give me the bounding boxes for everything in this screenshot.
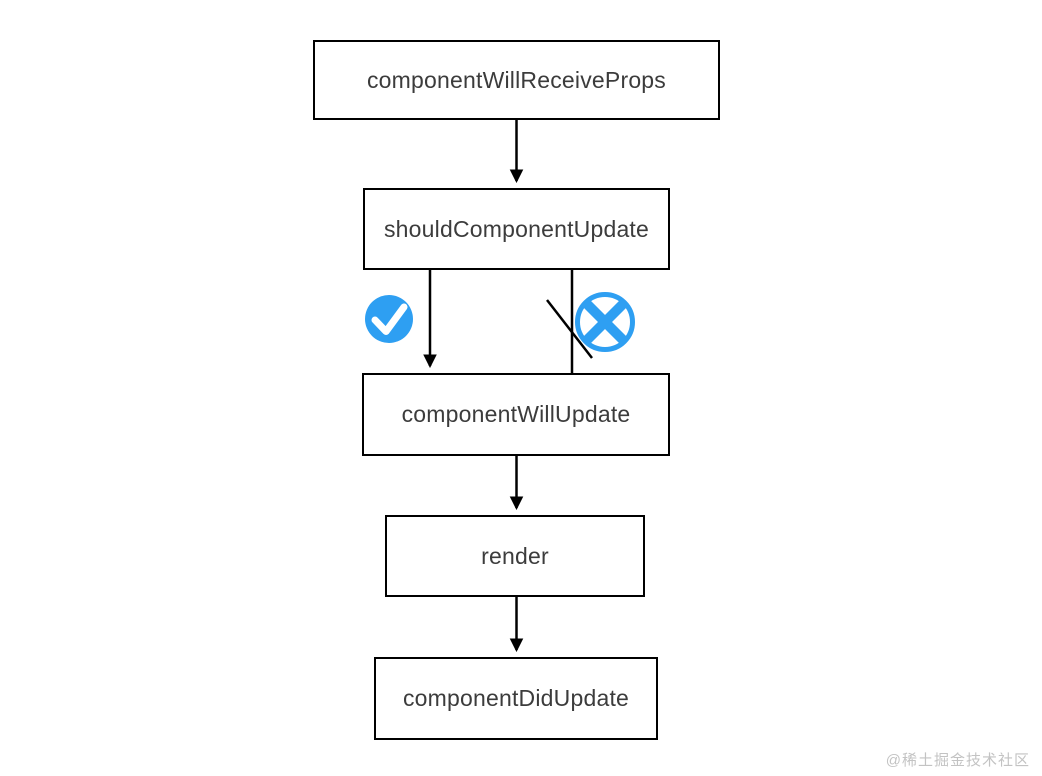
node-label: render <box>481 542 549 569</box>
node-label: shouldComponentUpdate <box>383 215 650 242</box>
node-label: componentWillUpdate <box>401 401 631 427</box>
slash-blocked-line <box>546 299 593 359</box>
node-componentWillReceiveProps: componentWillReceiveProps <box>313 40 720 120</box>
watermark-text: @稀土掘金技术社区 <box>885 752 1030 769</box>
x-circle-icon <box>575 292 635 352</box>
node-componentWillUpdate: componentWillUpdate <box>362 373 670 456</box>
node-render: render <box>385 515 645 597</box>
node-componentDidUpdate: componentDidUpdate <box>374 657 658 740</box>
node-label: componentWillReceiveProps <box>366 66 666 93</box>
check-circle-icon <box>365 295 413 343</box>
node-label: componentDidUpdate <box>402 685 630 711</box>
node-shouldComponentUpdate: shouldComponentUpdate <box>363 188 670 270</box>
